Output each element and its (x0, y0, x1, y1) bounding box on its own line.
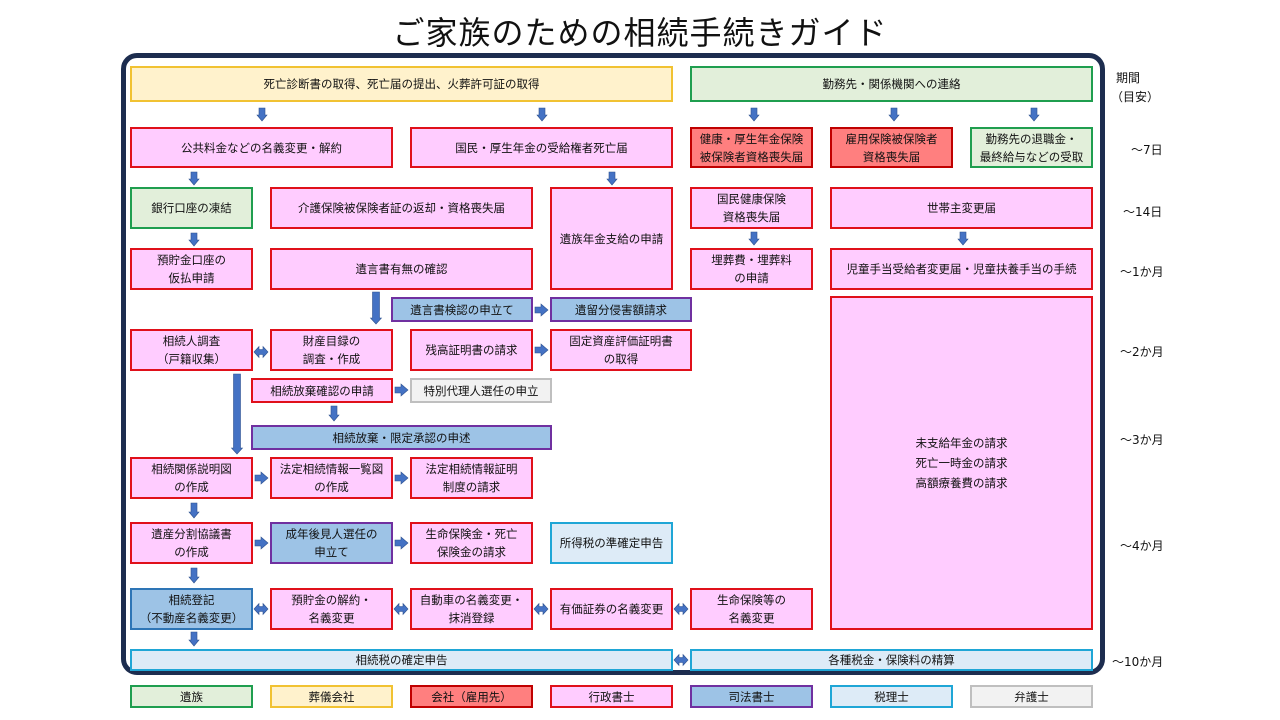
box-legal-heir-list: 法定相続情報一覧図 の作成 (270, 457, 393, 499)
box-securities-transfer: 有価証券の名義変更 (550, 588, 673, 630)
box-contact-workplace: 勤務先・関係機関への連絡 (690, 66, 1093, 102)
box-householder-change: 世帯主変更届 (830, 187, 1093, 229)
box-inheritance-registration: 相続登記 （不動産名義変更） (130, 588, 253, 630)
box-guardian: 成年後見人選任の 申立て (270, 522, 393, 564)
box-forced-share-claim: 遺留分侵害額請求 (550, 297, 692, 322)
box-deposit-cancel: 預貯金の解約・ 名義変更 (270, 588, 393, 630)
box-inheritance-tax: 相続税の確定申告 (130, 649, 673, 671)
legend-employer: 会社（雇用先） (410, 685, 533, 708)
box-asset-list: 財産目録の 調査・作成 (270, 329, 393, 371)
box-life-insurance-claim: 生命保険金・死亡 保険金の請求 (410, 522, 533, 564)
box-funeral-cost: 埋葬費・埋葬料 の申請 (690, 248, 813, 290)
box-car-transfer: 自動車の名義変更・ 抹消登録 (410, 588, 533, 630)
page-title: ご家族のための相続手続きガイド (392, 14, 888, 52)
period-10months: 〜10か月 (1112, 655, 1164, 669)
period-header: 期間 (1116, 71, 1141, 85)
box-unpaid-pension-claims: 未支給年金の請求 死亡一時金の請求 高額療養費の請求 (830, 296, 1093, 630)
box-special-agent: 特別代理人選任の申立 (410, 378, 552, 403)
box-renounce-check: 相続放棄確認の申請 (251, 378, 393, 403)
box-quasi-income-tax: 所得税の準確定申告 (550, 522, 673, 564)
box-nhi-loss: 国民健康保険 資格喪失届 (690, 187, 813, 229)
box-death-documents: 死亡診断書の取得、死亡届の提出、火葬許可証の取得 (130, 66, 673, 102)
box-renounce-declaration: 相続放棄・限定承認の申述 (251, 425, 552, 450)
legend-tax-accountant: 税理士 (830, 685, 953, 708)
box-life-insurance-transfer: 生命保険等の 名義変更 (690, 588, 813, 630)
period-1month: 〜1か月 (1120, 265, 1164, 279)
box-legal-heir-certificate: 法定相続情報証明 制度の請求 (410, 457, 533, 499)
box-survivor-pension: 遺族年金支給の申請 (550, 187, 673, 290)
legend-funeral-company: 葬儀会社 (270, 685, 393, 708)
period-header-sub: （目安） (1111, 90, 1160, 104)
box-health-pension-loss: 健康・厚生年金保険 被保険者資格喪失届 (690, 127, 813, 168)
legend-lawyer: 弁護士 (970, 685, 1093, 708)
period-3months: 〜3か月 (1120, 433, 1164, 447)
box-pension-death-report: 国民・厚生年金の受給権者死亡届 (410, 127, 673, 168)
period-7days: 〜7日 (1131, 143, 1163, 157)
box-care-insurance-return: 介護保険被保険者証の返却・資格喪失届 (270, 187, 533, 229)
period-4months: 〜4か月 (1120, 539, 1164, 553)
legend-family: 遺族 (130, 685, 253, 708)
box-utilities: 公共料金などの名義変更・解約 (130, 127, 393, 168)
box-fixed-asset-certificate: 固定資産評価証明書 の取得 (550, 329, 692, 371)
legend-administrative-scrivener: 行政書士 (550, 685, 673, 708)
flow-frame (121, 53, 1105, 675)
box-division-agreement: 遺産分割協議書 の作成 (130, 522, 253, 564)
box-bank-freeze: 銀行口座の凍結 (130, 187, 253, 229)
box-child-allowance: 児童手当受給者変更届・児童扶養手当の手続 (830, 248, 1093, 290)
box-tax-settlement: 各種税金・保険料の精算 (690, 649, 1093, 671)
period-2months: 〜2か月 (1120, 345, 1164, 359)
box-balance-certificate: 残高証明書の請求 (410, 329, 533, 371)
box-will-check: 遺言書有無の確認 (270, 248, 533, 290)
box-retirement-pay: 勤務先の退職金・ 最終給与などの受取 (970, 127, 1093, 168)
box-relation-chart: 相続関係説明図 の作成 (130, 457, 253, 499)
legend-judicial-scrivener: 司法書士 (690, 685, 813, 708)
period-14days: 〜14日 (1123, 205, 1163, 219)
box-heir-survey: 相続人調査 （戸籍収集） (130, 329, 253, 371)
box-employment-insurance-loss: 雇用保険被保険者 資格喪失届 (830, 127, 953, 168)
box-deposit-provisional: 預貯金口座の 仮払申請 (130, 248, 253, 290)
box-will-probate: 遺言書検認の申立て (391, 297, 533, 322)
